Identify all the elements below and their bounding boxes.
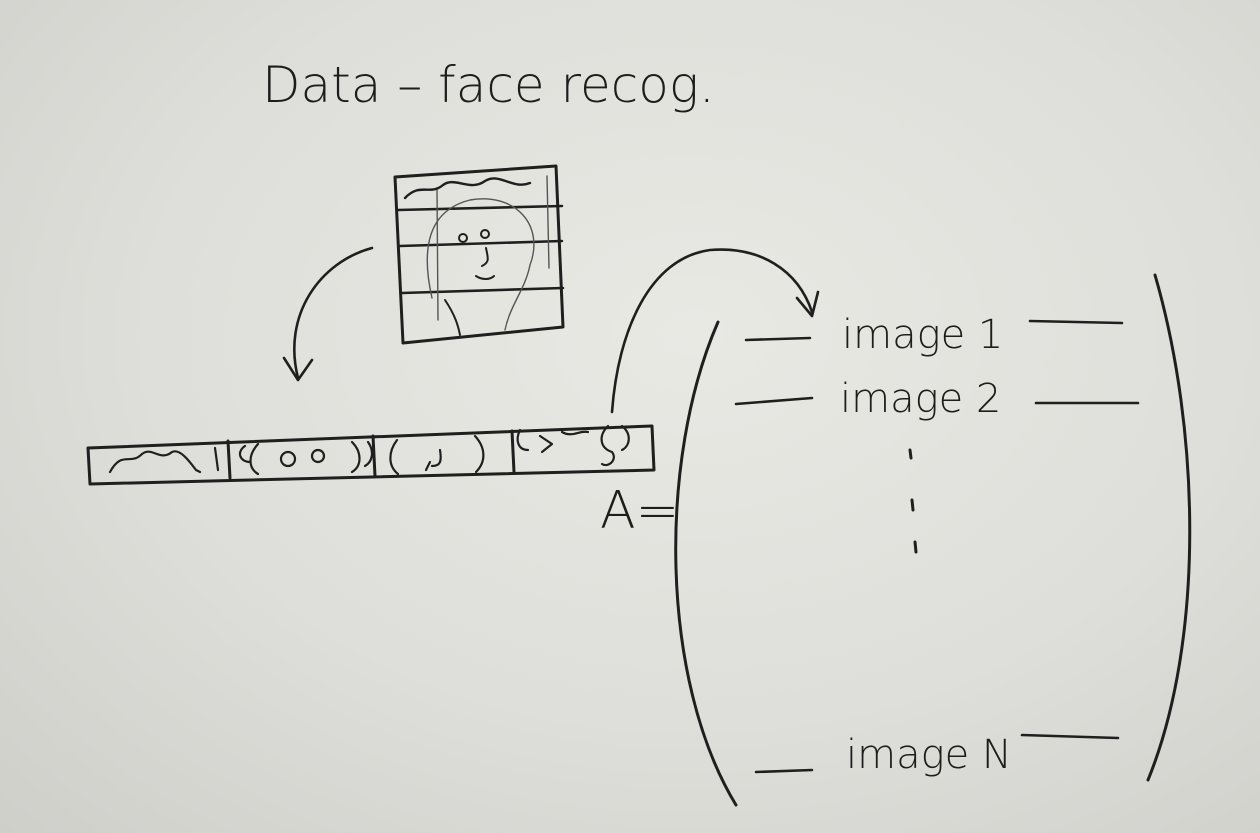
matrix-right-bracket bbox=[1146, 273, 1192, 782]
matrix-ellipsis bbox=[908, 448, 918, 554]
matrix-row-label: image 1 bbox=[842, 312, 1003, 358]
flattened-vector bbox=[86, 424, 656, 486]
matrix-row: image N bbox=[754, 732, 1120, 778]
reshape-arrow bbox=[282, 246, 374, 382]
face-grid-line bbox=[400, 286, 565, 295]
vector-divider bbox=[226, 439, 232, 480]
face-image bbox=[393, 164, 565, 345]
face-image-frame bbox=[393, 164, 565, 345]
vector-segment-eyes-brackets bbox=[238, 440, 374, 476]
matrix-row-label: image N bbox=[846, 732, 1012, 778]
title: Data – face recog. bbox=[262, 56, 715, 114]
matrix-left-bracket bbox=[674, 320, 738, 807]
face-outline bbox=[426, 198, 535, 331]
vector-divider bbox=[371, 434, 377, 478]
matrix-row: image 1 bbox=[744, 312, 1124, 358]
stack-arrow bbox=[610, 248, 820, 414]
face-eye bbox=[480, 229, 490, 239]
vector-eye bbox=[310, 448, 326, 464]
vector-segment-mouth bbox=[516, 424, 630, 467]
vector-eye bbox=[279, 450, 297, 468]
face-eye bbox=[458, 233, 468, 243]
face-grid-line bbox=[436, 175, 550, 321]
vector-segment-nose bbox=[389, 434, 485, 476]
face-hair bbox=[403, 177, 532, 200]
face-grid-line bbox=[396, 204, 564, 212]
vector-divider bbox=[510, 429, 516, 474]
matrix-row: image 2 bbox=[734, 376, 1140, 422]
vector-frame bbox=[86, 424, 656, 486]
face-neck bbox=[444, 299, 461, 336]
face-nose-mouth bbox=[475, 247, 495, 280]
matrix-row-label: image 2 bbox=[840, 376, 1001, 422]
matrix-symbol: A= bbox=[600, 481, 679, 541]
face-grid-line bbox=[398, 239, 564, 248]
vector-segment-hair bbox=[108, 446, 220, 474]
